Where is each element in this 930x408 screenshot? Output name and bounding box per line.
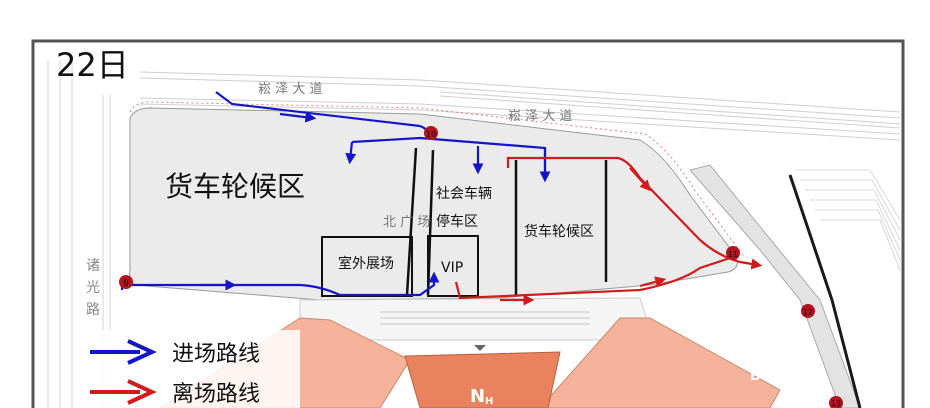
zone-label-north-plaza: 北 广 场 bbox=[383, 215, 430, 230]
legend-entry-label: 进场路线 bbox=[172, 342, 260, 367]
zone-label-outdoor-exhibit: 室外展场 bbox=[338, 255, 394, 272]
svg-text:11: 11 bbox=[728, 250, 738, 259]
hall-b-shape bbox=[539, 317, 781, 408]
zone-label-truck-waiting-big: 货车轮候区 bbox=[165, 170, 305, 203]
gate-12: 12 bbox=[801, 304, 815, 318]
legend-exit-arrow bbox=[127, 379, 157, 405]
vip-box bbox=[427, 235, 479, 297]
legend-exit-label: 离场路线 bbox=[172, 382, 260, 407]
road-label-top-right: 崧 泽 大 道 bbox=[508, 109, 572, 124]
svg-text:9: 9 bbox=[123, 279, 129, 289]
gate-11: 11 bbox=[726, 246, 740, 260]
legend-entry-arrow bbox=[127, 339, 157, 365]
road-lines-top bbox=[139, 71, 901, 141]
hall-label-north: N bbox=[470, 386, 485, 407]
entry-routes bbox=[120, 91, 551, 297]
gate-10: 10 bbox=[424, 126, 438, 140]
gate-9: 9 bbox=[119, 275, 133, 289]
gate-markers: 9 10 11 12 13 bbox=[119, 126, 843, 408]
east-corridor bbox=[689, 164, 861, 408]
road-label-left-2: 光 bbox=[86, 280, 100, 296]
hall-label-b: B bbox=[750, 368, 761, 384]
hall-label-north-sub: H bbox=[485, 396, 493, 407]
zone-label-vip: VIP bbox=[441, 260, 463, 276]
map-title: 22日 bbox=[56, 46, 129, 84]
legend: 进场路线 离场路线 bbox=[80, 330, 300, 408]
north-hall-shape bbox=[404, 351, 561, 408]
svg-text:10: 10 bbox=[426, 130, 436, 139]
svg-text:12: 12 bbox=[803, 308, 813, 317]
legend-exit: 离场路线 bbox=[90, 379, 260, 407]
road-label-top-left: 崧 泽 大 道 bbox=[258, 82, 322, 97]
road-lines-right bbox=[795, 169, 901, 271]
legend-entry: 进场路线 bbox=[90, 339, 260, 367]
zone-label-social-2: 停车区 bbox=[436, 213, 478, 230]
hall-arrow-marker bbox=[474, 345, 486, 351]
gate-13: 13 bbox=[829, 396, 843, 408]
zone-label-truck-waiting-small: 货车轮候区 bbox=[524, 223, 594, 240]
svg-text:13: 13 bbox=[831, 399, 841, 408]
zone-label-social-1: 社会车辆 bbox=[436, 185, 492, 202]
plaza-lines bbox=[380, 311, 590, 325]
road-label-left-3: 路 bbox=[86, 302, 100, 318]
road-label-left-1: 诸 bbox=[86, 258, 100, 274]
zone-boundary bbox=[129, 101, 746, 259]
parking-dividers bbox=[405, 147, 608, 296]
east-road-dark bbox=[788, 174, 862, 408]
